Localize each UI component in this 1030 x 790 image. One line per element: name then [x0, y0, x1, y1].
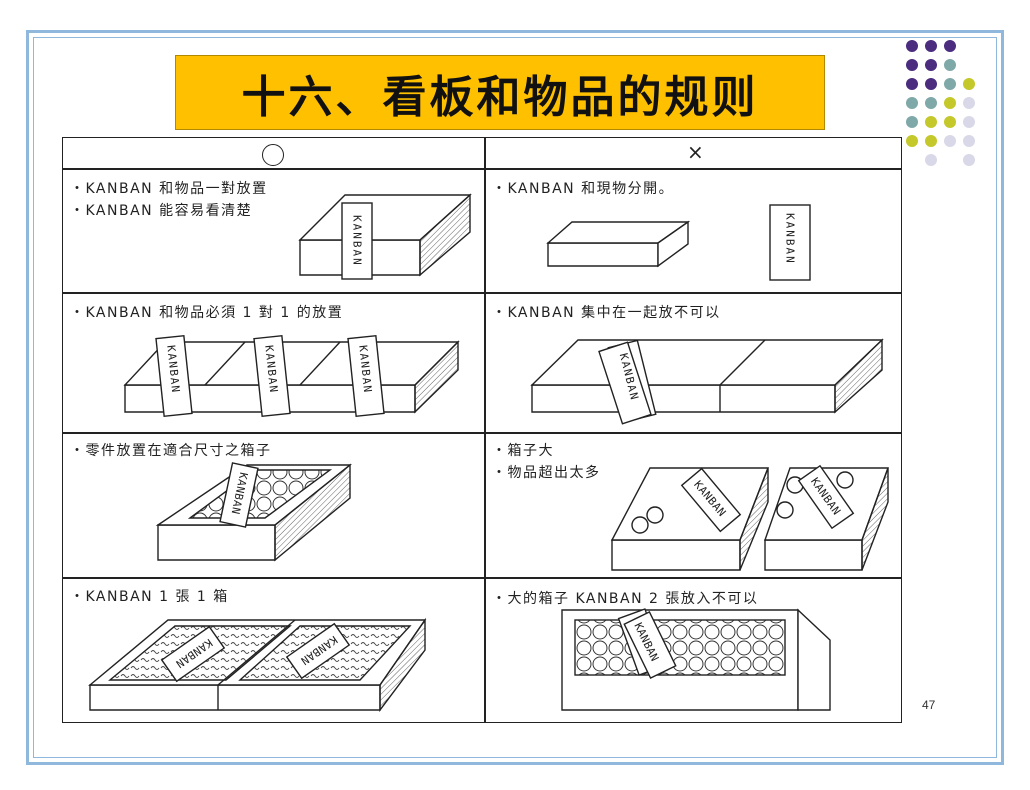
- row3-good-sized-box: [155, 462, 352, 562]
- decorative-dot: [906, 40, 918, 52]
- decorative-dot: [925, 116, 937, 128]
- row1-good-line1: ・KANBAN 和物品一對放置: [70, 181, 268, 197]
- decorative-dot: [963, 154, 975, 166]
- row2-bad-long-box: [530, 338, 884, 425]
- decorative-dot: [963, 135, 975, 147]
- decorative-dot: [963, 97, 975, 109]
- row3-bad-line2: ・物品超出太多: [492, 465, 601, 481]
- rules-table: [62, 137, 902, 723]
- decorative-dot: [944, 116, 956, 128]
- kanban-label-row2-good-2: KANBAN: [262, 344, 280, 394]
- row3-good-line1: ・零件放置在適合尺寸之箱子: [70, 443, 272, 459]
- decorative-dot: [925, 78, 937, 90]
- decorative-dot: [944, 78, 956, 90]
- decorative-dot: [925, 154, 937, 166]
- row3-bad-line1: ・箱子大: [492, 443, 554, 459]
- decorative-dot: [963, 78, 975, 90]
- decorative-dot: [944, 40, 956, 52]
- row4-good-two-boxes: [88, 617, 427, 713]
- kanban-label-row1-good: KANBAN: [351, 215, 364, 267]
- decorative-dot: [925, 135, 937, 147]
- slide-frame-inner: [33, 37, 997, 758]
- decorative-dot: [944, 135, 956, 147]
- slide-title: 十六、看板和物品的规则: [241, 71, 759, 123]
- page-number: 47: [922, 698, 936, 712]
- decorative-dot: [906, 116, 918, 128]
- kanban-label-row2-good-1: KANBAN: [164, 344, 182, 394]
- row1-good-box-with-kanban: [298, 193, 472, 280]
- kanban-labels: KANBAN KANBAN KANBAN KANBAN KANBAN KANBA…: [164, 213, 843, 671]
- row-divider-2: [62, 432, 902, 434]
- decorative-dot: [925, 97, 937, 109]
- slide-frame-outer: [26, 30, 1004, 765]
- decorative-dot: [925, 59, 937, 71]
- title-banner: 十六、看板和物品的规则: [175, 55, 825, 130]
- decorative-dot: [944, 59, 956, 71]
- row1-bad-box-separate: [546, 220, 691, 268]
- row2-good-three-boxes: [123, 334, 460, 418]
- decorative-dot: [906, 59, 918, 71]
- row1-good-line2: ・KANBAN 能容易看清楚: [70, 203, 253, 219]
- row4-bad-line1: ・大的箱子 KANBAN 2 張放入不可以: [492, 591, 759, 607]
- decorative-dot: [906, 78, 918, 90]
- row4-bad-big-box: [561, 608, 831, 711]
- row1-bad-kanban-card: [769, 204, 811, 281]
- row-divider-1: [62, 292, 902, 294]
- row2-bad-line1: ・KANBAN 集中在一起放不可以: [492, 305, 721, 321]
- row-divider-3: [62, 577, 902, 579]
- row4-good-line1: ・KANBAN 1 張 1 箱: [70, 589, 229, 605]
- decorative-dot-grid: [902, 37, 1002, 187]
- decorative-dot: [963, 116, 975, 128]
- header-row-divider: [62, 168, 902, 170]
- decorative-dot: [925, 40, 937, 52]
- bad-column-header-cross: ×: [687, 140, 704, 164]
- column-divider: [484, 137, 486, 723]
- kanban-label-row2-good-3: KANBAN: [356, 344, 374, 394]
- kanban-label-row1-bad: KANBAN: [784, 213, 797, 265]
- decorative-dot: [906, 135, 918, 147]
- decorative-dot: [944, 97, 956, 109]
- row1-bad-line1: ・KANBAN 和現物分開。: [492, 181, 675, 197]
- row3-bad-large-boxes: [610, 464, 889, 571]
- decorative-dot: [906, 97, 918, 109]
- good-column-header-circle-icon: [262, 144, 284, 166]
- row2-good-line1: ・KANBAN 和物品必須 1 對 1 的放置: [70, 305, 344, 321]
